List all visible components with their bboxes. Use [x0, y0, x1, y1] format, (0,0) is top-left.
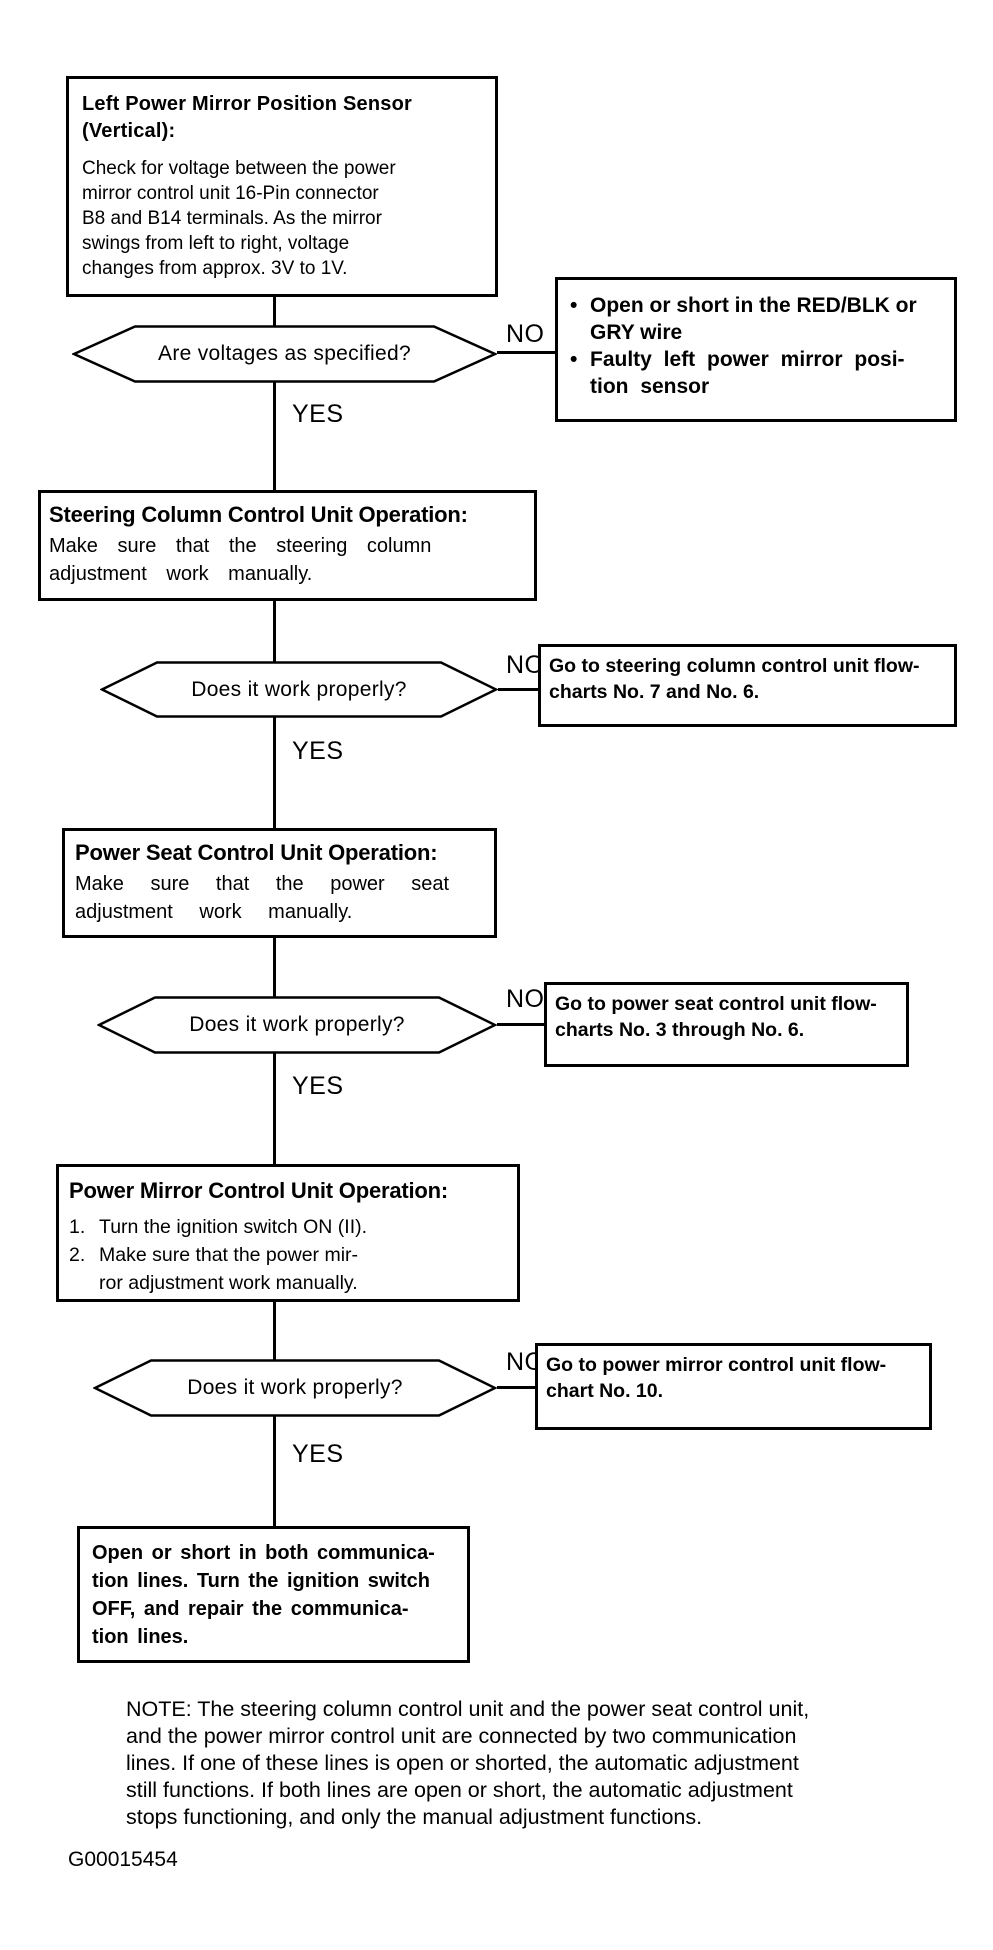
connector-line [497, 1386, 535, 1389]
conclusion-text: Open or short in both communica- tion li… [92, 1542, 435, 1648]
step-text: Make sure that the power mir- ror adjust… [99, 1244, 359, 1294]
edge-label-yes-1: YES [292, 400, 344, 428]
connector-line [273, 1416, 276, 1527]
edge-label-yes-2: YES [292, 737, 344, 765]
edge-label-yes-3: YES [292, 1072, 344, 1100]
figure-id: G00015454 [68, 1848, 178, 1871]
procedure-box-power-seat: Power Seat Control Unit Operation: Make … [62, 828, 497, 938]
decision-question: Does it work properly? [189, 1013, 405, 1036]
result-box-mirror-flowchart: Go to power mirror control unit flow- ch… [535, 1343, 932, 1430]
hexagon-shape-icon [93, 1359, 497, 1417]
result-box-open-short-red-blk: • Open or short in the RED/BLK or GRY wi… [555, 277, 957, 422]
procedure-step: 1. Turn the ignition switch ON (II). [69, 1213, 513, 1241]
procedure-box-title: Power Seat Control Unit Operation: [75, 840, 438, 865]
procedure-step: 2. Make sure that the power mir- ror adj… [69, 1241, 513, 1297]
procedure-box-body: Check for voltage between the power mirr… [82, 158, 396, 279]
step-number: 1. [69, 1216, 86, 1238]
result-item-text: Open or short in the RED/BLK or GRY wire [590, 294, 917, 344]
conclusion-box-communication-lines: Open or short in both communica- tion li… [77, 1526, 470, 1663]
connector-line [497, 1023, 544, 1026]
edge-label-no-2: NO [506, 651, 545, 679]
connector-line [498, 688, 538, 691]
connector-line [273, 382, 276, 491]
decision-question: Are voltages as specified? [158, 342, 411, 365]
edge-label-no-3: NO [506, 985, 545, 1013]
connector-line [273, 296, 276, 326]
step-number: 2. [69, 1244, 86, 1266]
result-box-seat-flowcharts: Go to power seat control unit flow- char… [544, 982, 909, 1067]
procedure-box-title: Left Power Mirror Position Sensor (Verti… [82, 93, 412, 142]
result-box-steering-flowcharts: Go to steering column control unit flow-… [538, 644, 957, 727]
procedure-box-body: Make sure that the power seat adjustment… [75, 873, 450, 923]
decision-hexagon-work-properly-2: Does it work properly? [97, 996, 497, 1054]
procedure-box-left-power-mirror-sensor: Left Power Mirror Position Sensor (Verti… [66, 76, 498, 297]
result-bullet-item: • Faulty left power mirror posi- tion se… [570, 346, 944, 400]
connector-line [273, 1053, 276, 1165]
note-text: NOTE: The steering column control unit a… [126, 1697, 810, 1829]
result-bullet-item: • Open or short in the RED/BLK or GRY wi… [570, 292, 944, 346]
decision-question: Does it work properly? [187, 1376, 403, 1399]
decision-hexagon-work-properly-3: Does it work properly? [93, 1359, 497, 1417]
connector-line [273, 937, 276, 997]
hexagon-shape-icon [100, 661, 498, 718]
edge-label-yes-4: YES [292, 1440, 344, 1468]
procedure-steps: 1. Turn the ignition switch ON (II). 2. … [69, 1213, 513, 1297]
connector-line [273, 1301, 276, 1360]
edge-label-no-1: NO [506, 320, 545, 348]
decision-hexagon-voltages: Are voltages as specified? [72, 325, 497, 383]
bullet-icon: • [570, 294, 578, 317]
step-text: Turn the ignition switch ON (II). [99, 1216, 368, 1238]
hexagon-shape-icon [72, 325, 497, 383]
procedure-box-body: Make sure that the steering column adjus… [49, 535, 432, 585]
decision-hexagon-work-properly-1: Does it work properly? [100, 661, 498, 718]
procedure-box-title: Power Mirror Control Unit Operation: [69, 1178, 449, 1203]
decision-question: Does it work properly? [191, 677, 407, 701]
procedure-box-title: Steering Column Control Unit Operation: [49, 502, 468, 527]
result-item-text: Faulty left power mirror posi- tion sens… [590, 348, 905, 398]
hexagon-shape-icon [97, 996, 497, 1054]
connector-line [273, 600, 276, 662]
connector-line [273, 717, 276, 828]
procedure-box-steering-column: Steering Column Control Unit Operation: … [38, 490, 537, 601]
procedure-box-power-mirror: Power Mirror Control Unit Operation: 1. … [56, 1164, 520, 1302]
connector-line [497, 351, 555, 354]
bullet-icon: • [570, 348, 578, 371]
